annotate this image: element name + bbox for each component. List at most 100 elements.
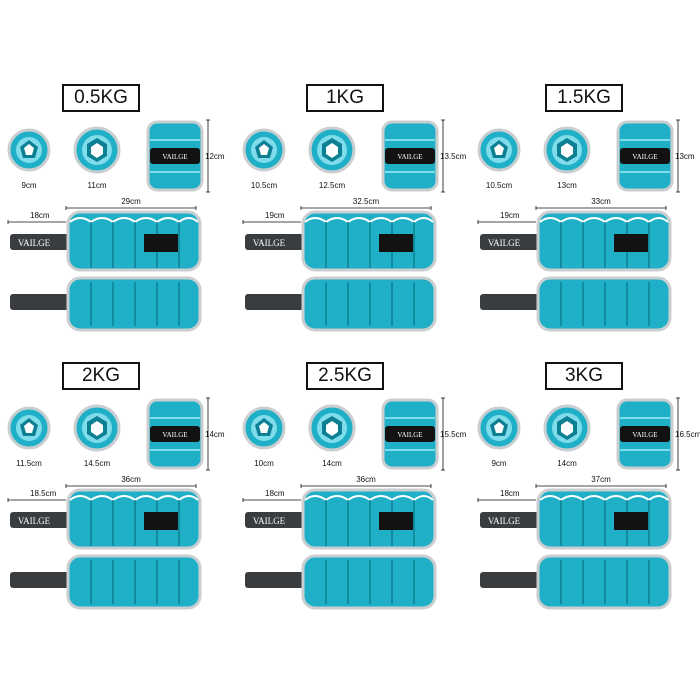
weight-label: 1KG (306, 84, 384, 112)
weight-front-icon: VAILGE (10, 210, 202, 272)
length-label: 33cm (591, 197, 611, 206)
brand-text: VAILGE (162, 431, 187, 439)
ring-large-width: 13cm (557, 181, 577, 190)
ring-small-width: 11.5cm (16, 459, 42, 468)
weight-label: 3KG (545, 362, 623, 390)
height-dimension-line (676, 397, 680, 471)
length-dimension-line (300, 206, 432, 210)
height-label: 15.5cm (440, 430, 467, 439)
weight-label: 1.5KG (545, 84, 623, 112)
height-label: 13cm (675, 152, 695, 161)
height-dimension-line (206, 119, 210, 193)
weight-front-icon: VAILGE (245, 488, 437, 550)
ring-large-width: 14cm (557, 459, 577, 468)
weight-front-icon: VAILGE (10, 488, 202, 550)
height-label: 16.5cm (675, 430, 700, 439)
ring-small-width: 10cm (254, 459, 274, 468)
brand-text: VAILGE (397, 153, 422, 161)
ring-large-icon (543, 404, 591, 452)
weight-back-icon (245, 554, 437, 610)
weight-back-icon (480, 276, 672, 332)
variant-panel: 0.5KG 9cm 11cm VAILGE 12cm 18 (0, 0, 233, 350)
ring-large-width: 14.5cm (83, 459, 111, 468)
variant-panel: 3KG 9cm 14cm VAILGE 16.5cm 18 (470, 278, 700, 628)
ring-large-icon (73, 404, 121, 452)
ring-small-icon (477, 128, 521, 172)
length-label: 36cm (356, 475, 376, 484)
length-label: 36cm (121, 475, 141, 484)
ring-large-width: 14cm (322, 459, 342, 468)
weight-back-icon (245, 276, 437, 332)
strap-dimension-line (477, 220, 536, 224)
strap-length-label: 18cm (265, 489, 285, 498)
brand-text: VAILGE (488, 516, 521, 526)
ring-large-width: 12.5cm (318, 181, 346, 190)
variant-panel: 1.5KG 10.5cm 13cm VAILGE 13cm (470, 0, 700, 350)
weight-back-icon (480, 554, 672, 610)
length-label: 29cm (121, 197, 141, 206)
height-dimension-line (676, 119, 680, 193)
strap-length-label: 19cm (500, 211, 520, 220)
length-label: 37cm (591, 475, 611, 484)
strap-length-label: 18cm (500, 489, 520, 498)
ring-large-icon (308, 404, 356, 452)
brand-text: VAILGE (18, 238, 51, 248)
wrapped-weight-icon: VAILGE (616, 398, 674, 470)
ring-small-icon (242, 128, 286, 172)
strap-length-label: 18cm (30, 211, 50, 220)
height-dimension-line (206, 397, 210, 471)
height-dimension-line (441, 119, 445, 193)
length-dimension-line (300, 484, 432, 488)
weight-front-icon: VAILGE (245, 210, 437, 272)
height-dimension-line (441, 397, 445, 471)
ring-small-width: 10.5cm (485, 181, 513, 190)
length-dimension-line (535, 484, 667, 488)
strap-dimension-line (7, 498, 66, 502)
wrapped-weight-icon: VAILGE (146, 398, 204, 470)
wrapped-weight-icon: VAILGE (146, 120, 204, 192)
ring-small-width: 9cm (21, 181, 37, 190)
ring-small-width: 9cm (491, 459, 507, 468)
ring-large-icon (543, 126, 591, 174)
strap-dimension-line (477, 498, 536, 502)
height-label: 14cm (205, 430, 225, 439)
weight-label: 0.5KG (62, 84, 140, 112)
strap-dimension-line (242, 498, 301, 502)
variant-panel: 2KG 11.5cm 14.5cm VAILGE 14cm (0, 278, 233, 628)
brand-text: VAILGE (632, 153, 657, 161)
length-dimension-line (65, 206, 197, 210)
length-label: 32.5cm (352, 197, 380, 206)
weight-back-icon (10, 554, 202, 610)
ring-small-icon (7, 128, 51, 172)
weight-label: 2KG (62, 362, 140, 390)
variant-panel: 2.5KG 10cm 14cm VAILGE 15.5cm (235, 278, 468, 628)
variant-panel: 1KG 10.5cm 12.5cm VAILGE 13.5cm (235, 0, 468, 350)
ring-small-icon (242, 406, 286, 450)
ring-large-width: 11cm (87, 181, 107, 190)
weight-front-icon: VAILGE (480, 210, 672, 272)
length-dimension-line (65, 484, 197, 488)
ring-small-icon (477, 406, 521, 450)
strap-dimension-line (242, 220, 301, 224)
brand-text: VAILGE (488, 238, 521, 248)
brand-text: VAILGE (253, 238, 286, 248)
height-label: 12cm (205, 152, 225, 161)
weight-label: 2.5KG (306, 362, 384, 390)
brand-text: VAILGE (18, 516, 51, 526)
height-label: 13.5cm (440, 152, 467, 161)
ring-small-icon (7, 406, 51, 450)
weight-front-icon: VAILGE (480, 488, 672, 550)
wrapped-weight-icon: VAILGE (381, 398, 439, 470)
wrapped-weight-icon: VAILGE (381, 120, 439, 192)
weight-back-icon (10, 276, 202, 332)
ring-small-width: 10.5cm (250, 181, 278, 190)
brand-text: VAILGE (162, 153, 187, 161)
strap-length-label: 19cm (265, 211, 285, 220)
brand-text: VAILGE (632, 431, 657, 439)
strap-length-label: 18.5cm (30, 489, 57, 498)
length-dimension-line (535, 206, 667, 210)
brand-text: VAILGE (253, 516, 286, 526)
strap-dimension-line (7, 220, 66, 224)
ring-large-icon (73, 126, 121, 174)
brand-text: VAILGE (397, 431, 422, 439)
